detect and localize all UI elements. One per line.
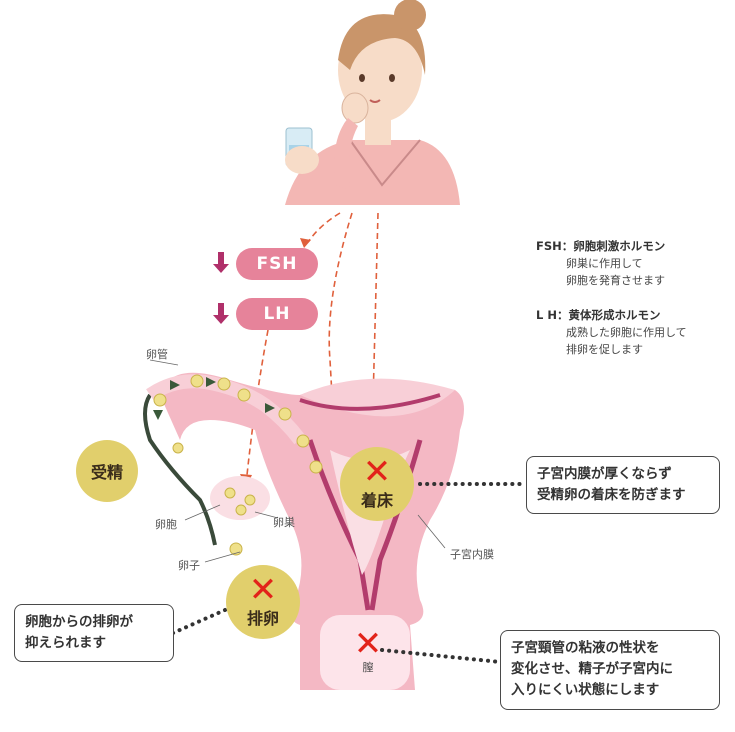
endometrium-callout-line-1: 子宮内膜が厚くならず: [537, 466, 672, 482]
lh-legend: L H：黄体形成ホルモン 成熟した卵胞に作用して 排卵を促します: [536, 307, 687, 358]
ovulation-callout: 卵胞からの排卵が 抑えられます: [14, 604, 174, 662]
fsh-desc-2: 卵胞を発育させます: [566, 274, 665, 287]
ovulation-callout-line-2: 抑えられます: [25, 635, 106, 651]
implantation-label: 着床: [360, 491, 393, 510]
follicles: [153, 374, 323, 556]
oviduct-label: 卵管: [146, 348, 168, 361]
vagina-x-icon: ✕: [353, 624, 383, 664]
ovary-label: 卵巣: [273, 516, 295, 529]
ovulation-circle: ✕ 排卵: [226, 565, 300, 639]
lh-desc-1: 成熟した卵胞に作用して: [566, 326, 687, 339]
fertilization-circle: 受精: [76, 440, 138, 502]
fertilization-label: 受精: [90, 463, 123, 482]
vagina-label: 膣: [362, 661, 374, 674]
fsh-pill: FSH: [236, 248, 318, 280]
lh-desc-2: 排卵を促します: [566, 343, 643, 356]
implantation-circle: ✕ 着床: [340, 447, 414, 521]
endometrium-callout: 子宮内膜が厚くならず 受精卵の着床を防ぎます: [526, 456, 720, 514]
cervix-callout-line-2: 変化させ、精子が子宮内に: [511, 661, 673, 677]
lh-pill: LH: [236, 298, 318, 330]
woman-illustration: [285, 0, 460, 205]
ovulation-x-icon: ✕: [248, 570, 278, 610]
fsh-code: FSH：: [536, 239, 574, 253]
implantation-x-icon: ✕: [362, 452, 392, 492]
dotted-connectors: [171, 482, 524, 664]
lh-down-arrow: [213, 303, 229, 324]
lh-name: 黄体形成ホルモン: [568, 308, 661, 322]
uterus-illustration: [143, 372, 464, 690]
endometrium-callout-line-2: 受精卵の着床を防ぎます: [537, 487, 686, 503]
cervix-callout: 子宮頸管の粘液の性状を 変化させ、精子が子宮内に 入りにくい状態にします: [500, 630, 720, 710]
ovulation-label: 排卵: [246, 609, 279, 628]
vagina-marker: ✕ 膣: [345, 627, 391, 677]
fsh-legend: FSH：卵胞刺激ホルモン 卵巣に作用して 卵胞を発育させます: [536, 238, 665, 289]
cervix-callout-line-1: 子宮頸管の粘液の性状を: [511, 640, 660, 656]
oviduct-arrows: [153, 377, 275, 420]
fsh-down-arrow: [213, 252, 229, 273]
leader-lines: [149, 359, 446, 563]
lh-code: L H：: [536, 308, 569, 322]
cervix-callout-line-3: 入りにくい状態にします: [511, 682, 660, 698]
follicle-label: 卵胞: [155, 518, 177, 531]
ovum-label: 卵子: [178, 559, 200, 572]
ovulation-callout-line-1: 卵胞からの排卵が: [25, 614, 133, 630]
fsh-name: 卵胞刺激ホルモン: [573, 239, 666, 253]
fsh-desc-1: 卵巣に作用して: [566, 257, 643, 270]
endometrium-label: 子宮内膜: [450, 548, 494, 561]
